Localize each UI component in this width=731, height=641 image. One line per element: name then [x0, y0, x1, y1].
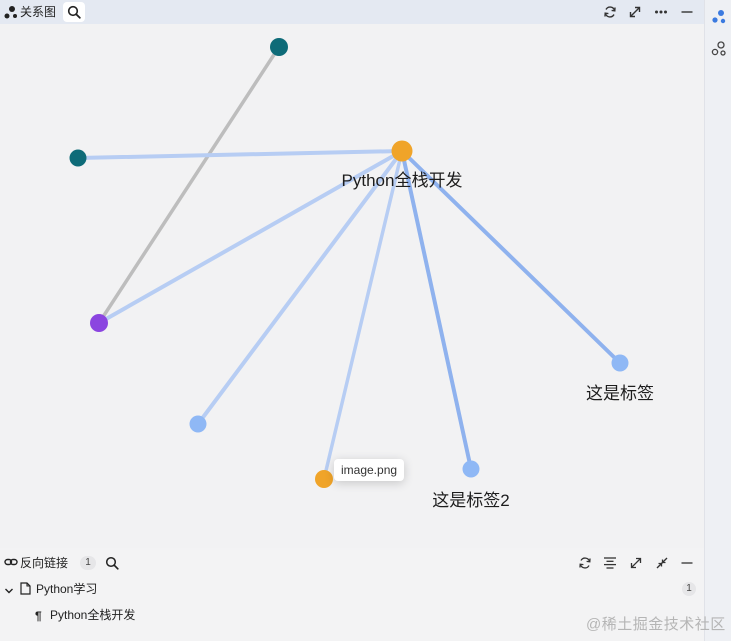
graph-node-label: Python全栈开发	[342, 171, 463, 190]
graph-edge	[97, 149, 404, 325]
dock-graph-button[interactable]	[709, 7, 729, 27]
graph-node[interactable]	[189, 415, 207, 433]
backlinks-title: 反向链接	[20, 556, 69, 570]
graph-node[interactable]	[462, 460, 480, 478]
minimize-button[interactable]	[678, 3, 696, 21]
document-icon	[20, 582, 31, 595]
backlinks-refresh-button[interactable]	[578, 556, 592, 570]
graph-node[interactable]	[90, 314, 108, 332]
refresh-button[interactable]	[601, 3, 619, 21]
graph-panel: 关系图	[0, 0, 704, 548]
graph-edge	[322, 149, 404, 481]
backlink-block-row[interactable]: ¶ Python全栈开发	[0, 604, 704, 628]
right-dock	[704, 0, 731, 641]
dock-global-graph-button[interactable]	[709, 39, 729, 59]
graph-node[interactable]	[391, 140, 413, 162]
backlinks-header: 反向链接 1	[0, 550, 704, 576]
backlink-doc-label: Python学习	[36, 582, 98, 596]
backlink-doc-count: 1	[682, 582, 696, 596]
align-center-icon	[604, 557, 616, 569]
expand-icon	[630, 557, 642, 569]
backlink-doc-row[interactable]: Python学习 1	[0, 578, 704, 602]
graph-node[interactable]	[270, 38, 288, 56]
graph-icon	[4, 4, 18, 20]
expand-button[interactable]	[629, 556, 643, 570]
node-tooltip: image.png	[334, 459, 405, 481]
graph-node[interactable]	[69, 149, 87, 167]
graph-edge	[400, 149, 622, 365]
graph-node[interactable]	[611, 354, 629, 372]
contract-button[interactable]	[655, 556, 669, 570]
refresh-icon	[579, 557, 591, 569]
minimize-icon	[681, 11, 693, 13]
backlinks-search-button[interactable]	[105, 556, 119, 570]
graph-edge	[76, 149, 404, 160]
expand-icon	[629, 6, 641, 18]
refresh-icon	[604, 6, 616, 18]
graph-edge	[400, 149, 473, 471]
search-icon	[105, 556, 119, 570]
watermark: @稀土掘金技术社区	[586, 616, 726, 633]
align-button[interactable]	[603, 556, 617, 570]
backlinks-minimize-button[interactable]	[680, 556, 694, 570]
more-icon	[655, 10, 667, 14]
global-graph-icon	[711, 41, 726, 56]
graph-icon	[712, 10, 726, 24]
graph-search-button[interactable]	[63, 2, 85, 22]
backlink-block-label: Python全栈开发	[50, 608, 136, 622]
graph-node-label: 这是标签2	[432, 491, 509, 510]
search-icon	[67, 5, 81, 19]
more-button[interactable]	[652, 3, 670, 21]
graph-panel-title: 关系图	[20, 5, 57, 19]
backlinks-panel: 反向链接 1	[0, 550, 704, 641]
minimize-icon	[681, 562, 693, 564]
graph-panel-header: 关系图	[0, 0, 704, 24]
graph-node-label: 这是标签	[586, 384, 654, 403]
chevron-down-icon[interactable]	[4, 583, 14, 594]
backlinks-count: 1	[80, 556, 96, 570]
fullscreen-button[interactable]	[626, 3, 644, 21]
link-icon	[4, 555, 18, 569]
graph-edge	[196, 149, 404, 426]
contract-icon	[656, 557, 668, 569]
graph-node[interactable]	[315, 470, 333, 488]
graph-edge	[97, 45, 281, 325]
paragraph-icon: ¶	[35, 609, 42, 623]
